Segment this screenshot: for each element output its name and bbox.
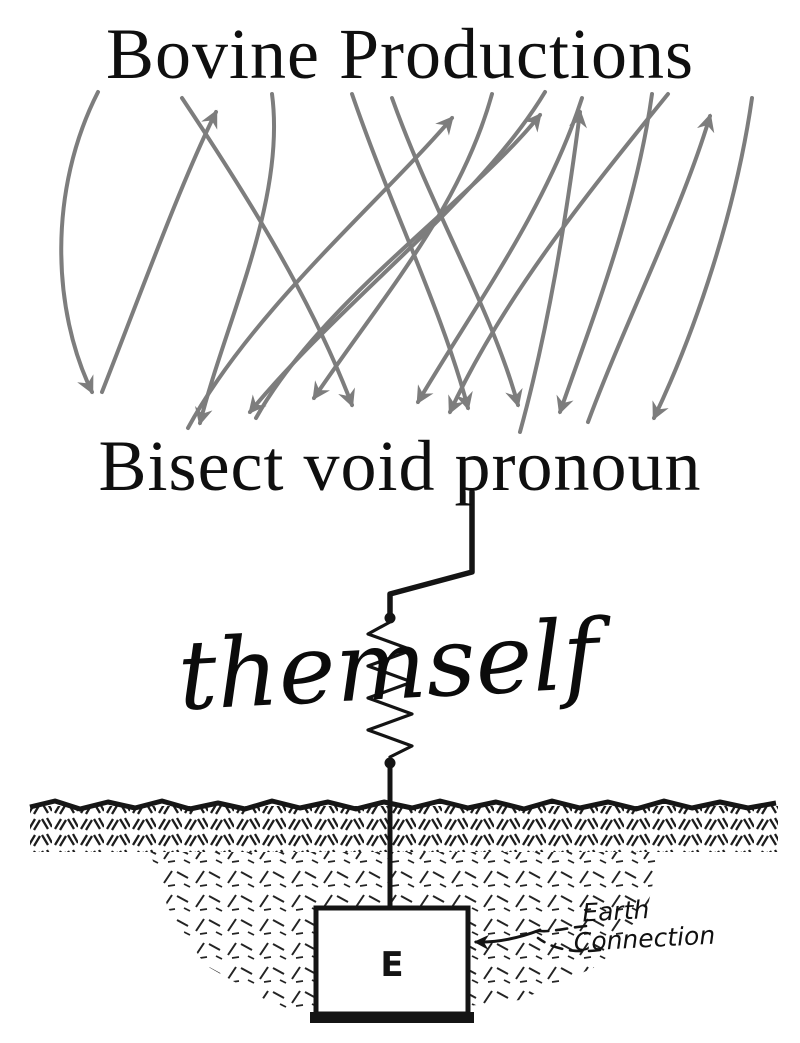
arrow-web bbox=[59, 90, 754, 434]
earth-label-line1: Earth bbox=[581, 894, 651, 928]
title-top: Bovine Productions bbox=[106, 14, 694, 94]
flow-arrow bbox=[312, 92, 494, 401]
flow-arrow bbox=[518, 109, 587, 434]
box-label: E bbox=[380, 945, 403, 985]
earth-connection-label: Earth Connection bbox=[573, 893, 716, 957]
flow-arrow bbox=[652, 96, 754, 421]
flow-arrow bbox=[180, 96, 355, 408]
flow-arrow bbox=[556, 92, 654, 415]
ground-surface-line bbox=[29, 798, 777, 812]
lead-wire-upper bbox=[387, 489, 475, 617]
leader-dashes bbox=[536, 936, 602, 953]
flow-arrow bbox=[59, 90, 100, 395]
flow-arrow bbox=[390, 96, 523, 408]
earth-terminal-box: E bbox=[310, 905, 474, 1023]
pointer-arrow-icon bbox=[473, 928, 542, 950]
flow-arrow bbox=[195, 92, 277, 426]
flow-arrow bbox=[448, 92, 670, 415]
junction-dot bbox=[384, 612, 396, 624]
flow-arrow bbox=[254, 112, 542, 420]
annotation-pointer bbox=[473, 924, 602, 953]
flow-arrow bbox=[186, 115, 454, 430]
earth-circuit bbox=[366, 489, 475, 913]
leader-dashes bbox=[538, 924, 588, 933]
flow-arrow bbox=[350, 92, 473, 411]
title-middle: Bisect void pronoun bbox=[98, 426, 702, 506]
flow-arrow bbox=[586, 113, 715, 424]
box-thick-base bbox=[310, 1012, 474, 1023]
resistor-icon bbox=[366, 620, 414, 759]
script-word: themself bbox=[175, 598, 602, 733]
flow-arrow bbox=[416, 96, 584, 405]
flow-arrow bbox=[100, 109, 218, 394]
